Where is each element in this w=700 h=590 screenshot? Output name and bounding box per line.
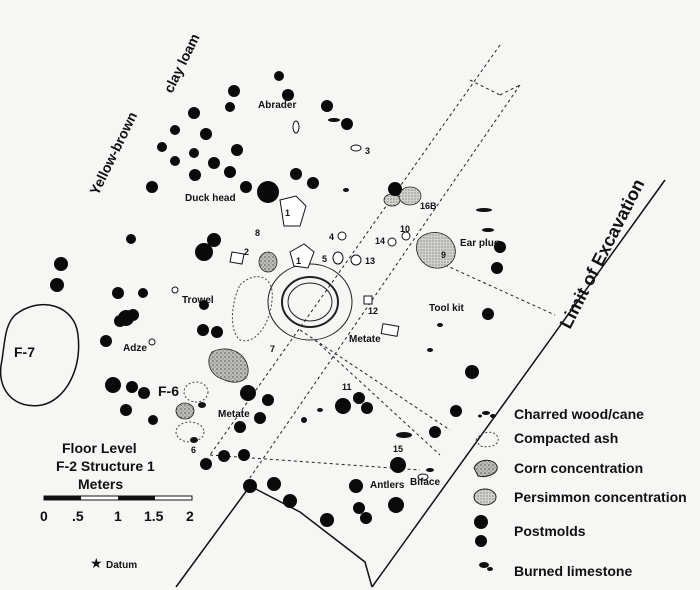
central-hearth bbox=[267, 263, 353, 341]
soil-label-clay-loam: clay loam bbox=[160, 31, 202, 95]
excavation-limit-label: Limit of Excavation bbox=[556, 176, 649, 332]
legend-item-charred-wood: Charred wood/cane bbox=[478, 406, 644, 422]
legend-label-charred-wood: Charred wood/cane bbox=[514, 406, 644, 422]
persimmon-concentration-icon bbox=[473, 488, 497, 506]
title-line-3: Meters bbox=[78, 476, 123, 492]
legend-item-corn: Corn concentration bbox=[473, 459, 643, 477]
label-num-1a: 1 bbox=[285, 208, 290, 218]
datum-star-icon: ★ bbox=[90, 555, 103, 571]
label-trowel: Trowel bbox=[182, 295, 214, 306]
label-num-2: 2 bbox=[244, 247, 249, 257]
grid-lines bbox=[209, 44, 556, 486]
postmold-icon-secondary bbox=[475, 535, 487, 547]
label-tool-kit: Tool kit bbox=[429, 303, 464, 314]
datum-label: Datum bbox=[106, 560, 137, 571]
label-antlers: Antlers bbox=[370, 480, 405, 491]
label-num-11: 11 bbox=[342, 382, 352, 392]
legend-label-persimmon: Persimmon concentration bbox=[514, 489, 687, 505]
label-num-1b: 1 bbox=[296, 256, 301, 266]
scale-tick-2: 2 bbox=[186, 508, 194, 524]
feature-f7-outline bbox=[0, 304, 80, 407]
legend-item-burned-limestone: Burned limestone bbox=[479, 562, 632, 579]
compacted-ash-areas bbox=[175, 276, 273, 443]
legend-label-burned-limestone: Burned limestone bbox=[514, 563, 632, 579]
corn-concentration-icon bbox=[473, 459, 498, 477]
artifact-outlines bbox=[148, 120, 429, 481]
legend-label-compacted-ash: Compacted ash bbox=[514, 430, 618, 446]
charred-wood-fragments bbox=[190, 118, 494, 472]
scale-tick-0: 0 bbox=[40, 508, 48, 524]
soil-label-yellow-brown: Yellow-brown bbox=[86, 109, 140, 197]
map-title: Floor Level F-2 Structure 1 Meters bbox=[56, 440, 155, 492]
charred-wood-icon bbox=[478, 411, 496, 418]
label-num-5: 5 bbox=[322, 254, 327, 264]
legend-item-persimmon: Persimmon concentration bbox=[473, 488, 687, 506]
scale-tick-1: 1 bbox=[114, 508, 122, 524]
label-adze: Adze bbox=[123, 343, 147, 354]
legend-label-postmolds: Postmolds bbox=[514, 523, 586, 539]
label-num-6: 6 bbox=[191, 445, 196, 455]
title-line-1: Floor Level bbox=[62, 440, 137, 456]
label-metate-left: Metate bbox=[218, 409, 250, 420]
persimmon-concentrations bbox=[383, 186, 456, 269]
burned-limestone-icon bbox=[479, 562, 493, 571]
label-num-12: 12 bbox=[368, 306, 378, 316]
label-num-13: 13 bbox=[365, 256, 375, 266]
label-biface: Biface bbox=[410, 477, 440, 488]
label-num-15: 15 bbox=[393, 444, 403, 454]
feature-f7-label: F-7 bbox=[14, 344, 35, 360]
corn-concentrations bbox=[175, 251, 278, 420]
scale-tick-1-5: 1.5 bbox=[144, 508, 164, 524]
legend: Charred wood/cane Compacted ash Corn con… bbox=[473, 406, 687, 579]
label-num-10: 10 bbox=[400, 224, 410, 234]
label-num-9: 9 bbox=[441, 250, 446, 260]
legend-item-compacted-ash: Compacted ash bbox=[475, 430, 618, 448]
label-num-7: 7 bbox=[270, 344, 275, 354]
label-num-8: 8 bbox=[255, 228, 260, 238]
title-line-2: F-2 Structure 1 bbox=[56, 458, 155, 474]
postmolds bbox=[50, 71, 506, 527]
legend-label-corn: Corn concentration bbox=[514, 460, 643, 476]
label-num-14: 14 bbox=[375, 236, 385, 246]
datum-marker: ★ Datum bbox=[90, 555, 137, 571]
scale-tick-0-5: .5 bbox=[72, 508, 84, 524]
label-num-4: 4 bbox=[329, 232, 334, 242]
label-num-3: 3 bbox=[365, 146, 370, 156]
postmold-icon bbox=[474, 515, 488, 529]
compacted-ash-icon bbox=[475, 431, 499, 448]
label-duck-head: Duck head bbox=[185, 193, 236, 204]
label-abrader: Abrader bbox=[258, 100, 296, 111]
label-metate-center: Metate bbox=[349, 334, 381, 345]
excavation-boundary bbox=[175, 179, 666, 588]
legend-item-postmolds: Postmolds bbox=[474, 515, 586, 539]
label-num-16b: 16B bbox=[420, 201, 437, 211]
feature-f6-label: F-6 bbox=[158, 383, 179, 399]
scale-bar: 0 .5 1 1.5 2 bbox=[40, 495, 194, 524]
label-ear-plug: Ear plug bbox=[460, 238, 500, 249]
